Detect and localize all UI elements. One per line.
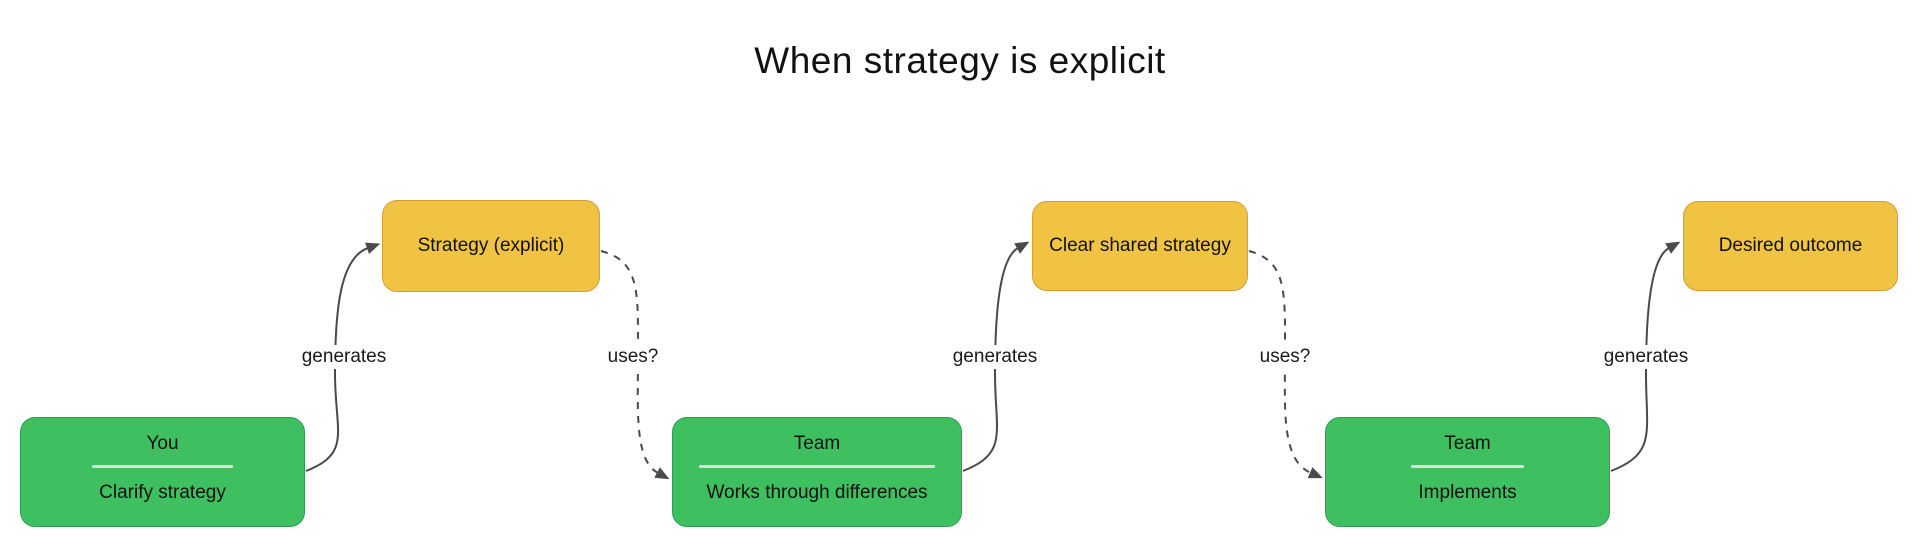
edge-label-generates-1: generates (297, 345, 391, 369)
edge-label-uses-1: uses? (603, 345, 663, 369)
node-team-1: Team Works through differences (672, 417, 962, 527)
node-divider (1411, 465, 1524, 468)
node-divider (699, 465, 935, 468)
node-clear-shared-strategy: Clear shared strategy (1032, 201, 1248, 291)
edge-label-uses-2: uses? (1255, 345, 1315, 369)
diagram-title: When strategy is explicit (754, 40, 1166, 81)
arrow-generates-1 (305, 242, 381, 472)
node-team-2-body: Implements (1411, 465, 1524, 505)
node-team-1-title: Team (793, 433, 841, 454)
node-desired-outcome-label: Desired outcome (1718, 235, 1863, 256)
node-team-1-description: Works through differences (706, 482, 928, 503)
node-you-description: Clarify strategy (99, 482, 226, 503)
node-team-2-title: Team (1444, 433, 1491, 454)
edge-label-generates-2: generates (948, 345, 1042, 369)
node-you-body: Clarify strategy (92, 465, 233, 505)
node-team-2-description: Implements (1418, 482, 1517, 503)
node-divider (92, 465, 233, 468)
node-team-2: Team Implements (1325, 417, 1610, 527)
arrow-generates-2 (962, 241, 1030, 472)
arrow-generates-3 (1610, 241, 1681, 472)
node-strategy-explicit: Strategy (explicit) (382, 200, 600, 292)
node-team-1-body: Works through differences (699, 465, 935, 505)
node-you-title: You (146, 433, 179, 454)
node-clear-shared-strategy-label: Clear shared strategy (1049, 235, 1231, 256)
edge-label-generates-3: generates (1599, 345, 1693, 369)
node-desired-outcome: Desired outcome (1683, 201, 1898, 291)
node-you: You Clarify strategy (20, 417, 305, 527)
node-strategy-explicit-label: Strategy (explicit) (417, 235, 565, 256)
